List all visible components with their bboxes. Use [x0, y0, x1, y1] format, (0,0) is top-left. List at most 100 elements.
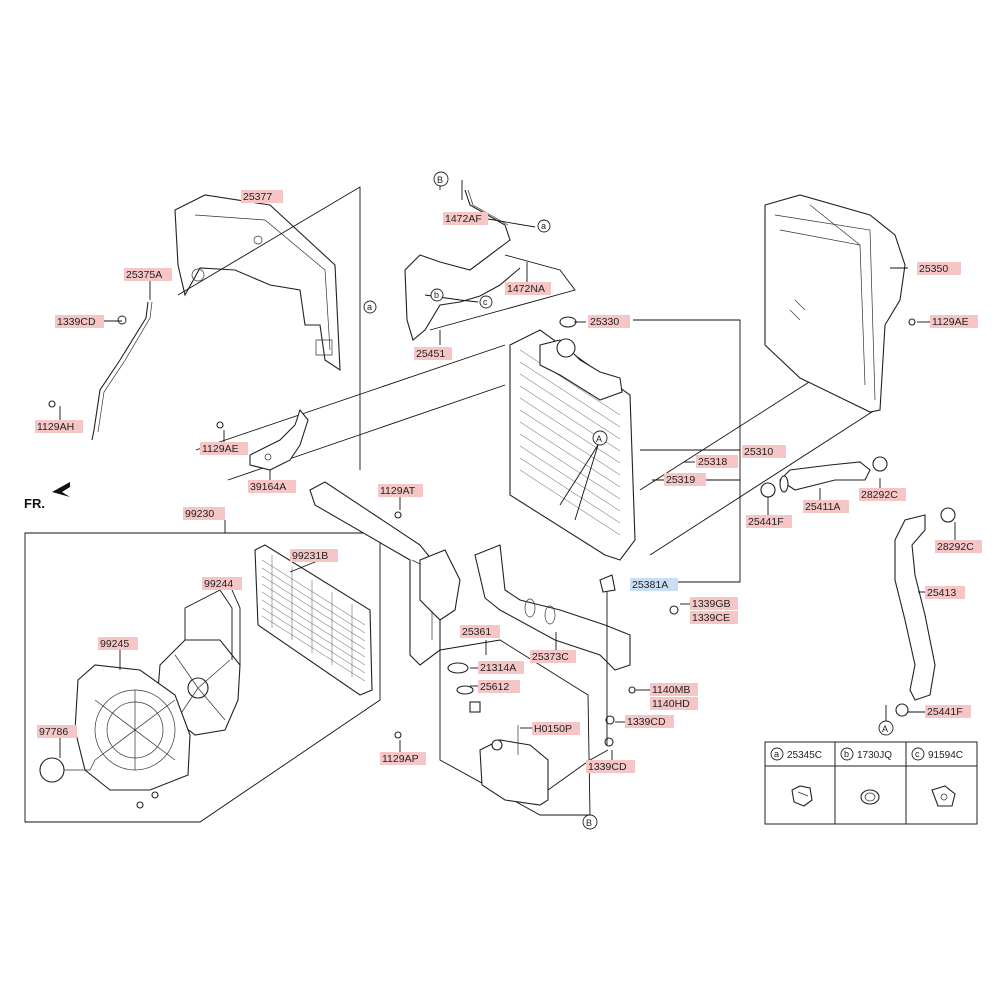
part-label-25451: 25451: [414, 347, 452, 360]
svg-text:25411A: 25411A: [805, 501, 840, 513]
part-label-25375A: 25375A: [124, 268, 172, 281]
svg-text:1339CD: 1339CD: [588, 761, 627, 773]
part-label-25318: 25318: [696, 455, 738, 468]
circle-label-B-bottom: B: [582, 814, 598, 830]
hose-leader: [429, 254, 576, 331]
fan-motor-shroud-part: [74, 664, 191, 791]
legend-col-a-header: a 25345C: [770, 747, 822, 761]
hose-clamp-ring-icon: [860, 789, 880, 805]
svg-text:1339CD: 1339CD: [57, 316, 96, 328]
part-label-25441F-bottom: 25441F: [925, 705, 971, 718]
part-label-97786: 97786: [37, 725, 77, 738]
svg-text:1140MB: 1140MB: [652, 684, 690, 696]
svg-text:25377: 25377: [243, 191, 272, 203]
svg-text:97786: 97786: [39, 726, 68, 738]
svg-text:99230: 99230: [185, 508, 214, 520]
svg-text:25310: 25310: [744, 446, 773, 458]
part-label-H0150P: H0150P: [532, 722, 580, 735]
svg-text:1339CE: 1339CE: [692, 612, 730, 624]
svg-text:a: a: [774, 749, 779, 759]
part-label-99245: 99245: [98, 637, 138, 650]
part-label-25441F-top: 25441F: [746, 515, 792, 528]
svg-text:99245: 99245: [100, 638, 129, 650]
svg-text:28292C: 28292C: [937, 541, 974, 553]
svg-text:1129AP: 1129AP: [382, 753, 419, 765]
upper-radiator-hose: [779, 461, 871, 493]
svg-text:25318: 25318: [698, 456, 727, 468]
part-label-25330: 25330: [588, 315, 630, 328]
svg-text:91594C: 91594C: [928, 750, 963, 761]
connector-fitting-icon: [931, 785, 956, 807]
part-label-1129AH: 1129AH: [35, 420, 83, 433]
air-guard-part: [174, 194, 341, 372]
svg-text:25319: 25319: [666, 474, 695, 486]
svg-text:25330: 25330: [590, 316, 619, 328]
part-label-1472AF: 1472AF: [443, 212, 488, 225]
svg-text:b: b: [844, 749, 849, 759]
svg-text:1339CD: 1339CD: [627, 716, 666, 728]
part-label-28292C-top: 28292C: [859, 488, 906, 501]
part-label-1339GB: 1339GB: [690, 597, 738, 610]
part-label-25411A: 25411A: [803, 500, 849, 513]
svg-text:25350: 25350: [919, 263, 948, 275]
fan-assembly-box: [24, 532, 381, 823]
fan-shroud-part: [764, 194, 906, 413]
circle-label-B-top: B: [433, 171, 449, 187]
svg-text:c: c: [915, 749, 920, 759]
circle-label-A-radiator: A: [592, 430, 608, 446]
svg-text:1129AT: 1129AT: [380, 485, 416, 497]
part-label-1129AP: 1129AP: [380, 752, 426, 765]
front-arrow-icon: [52, 482, 70, 497]
part-label-99230: 99230: [183, 507, 225, 520]
svg-text:H0150P: H0150P: [534, 723, 572, 735]
part-label-99244: 99244: [202, 577, 242, 590]
radiator-bracket-line: [633, 319, 741, 583]
radiator-part: [509, 316, 636, 561]
circle-label-a-top: a: [537, 219, 551, 233]
svg-text:1129AH: 1129AH: [37, 421, 74, 433]
air-guard-leader-box: [177, 186, 361, 470]
svg-text:39164A: 39164A: [250, 481, 286, 493]
part-label-1339CD-mid: 1339CD: [625, 715, 674, 728]
svg-text:A: A: [596, 434, 602, 444]
svg-text:1472NA: 1472NA: [507, 283, 545, 295]
condenser-part: [254, 544, 373, 696]
svg-text:c: c: [483, 297, 488, 307]
part-label-1129AT: 1129AT: [378, 484, 423, 497]
part-label-1339CD-low: 1339CD: [586, 760, 635, 773]
part-label-25310: 25310: [742, 445, 786, 458]
legend-col-c-header: c 91594C: [911, 747, 963, 761]
svg-text:25375A: 25375A: [126, 269, 162, 281]
part-label-39164A: 39164A: [248, 480, 296, 493]
part-label-1339CE: 1339CE: [690, 611, 738, 624]
svg-text:1472AF: 1472AF: [445, 213, 482, 225]
part-label-1129AE-shroud: 1129AE: [930, 315, 978, 328]
part-label-25381A: 25381A: [630, 578, 678, 591]
part-label-25377: 25377: [241, 190, 283, 203]
part-label-1140HD: 1140HD: [650, 697, 698, 710]
part-label-1339CD-left: 1339CD: [55, 315, 104, 328]
circle-label-b-hose: b: [430, 288, 444, 302]
side-panel-part: [309, 481, 461, 666]
circle-label-a-hose: a: [363, 300, 377, 314]
svg-text:25373C: 25373C: [532, 651, 569, 663]
front-direction-indicator: FR.: [24, 482, 70, 511]
hose-clip-icon: [791, 785, 813, 807]
part-label-1129AE-bracket: 1129AE: [200, 442, 248, 455]
reservoir-bracket-part: [474, 544, 631, 671]
svg-text:25612: 25612: [480, 681, 509, 693]
part-label-28292C-right: 28292C: [935, 540, 982, 553]
hose-clamp-icons: [760, 456, 956, 717]
svg-text:25413: 25413: [927, 587, 956, 599]
radiator-to-shroud-leader: [649, 409, 876, 556]
reservoir-tank-part: [447, 662, 549, 806]
part-label-25373C: 25373C: [530, 650, 576, 663]
insulator-icon: [599, 574, 616, 593]
svg-text:25361: 25361: [462, 626, 491, 638]
part-label-1472NA: 1472NA: [505, 282, 551, 295]
svg-text:1129AE: 1129AE: [202, 443, 239, 455]
part-label-21314A: 21314A: [478, 661, 524, 674]
svg-text:a: a: [367, 302, 372, 312]
part-label-25350: 25350: [917, 262, 961, 275]
